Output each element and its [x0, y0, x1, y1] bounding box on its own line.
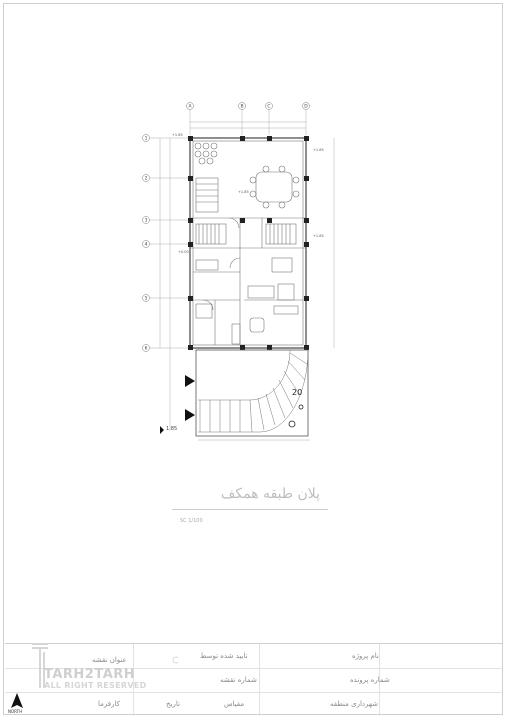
axis-bubble-c [265, 102, 273, 110]
corner-level: 1.85 [166, 426, 177, 432]
sheet-number-label: شماره نقشه [220, 676, 257, 684]
plan-title: پلان طبقه همکف [220, 486, 320, 502]
curved-ramp [198, 349, 309, 433]
title-block-col [259, 644, 260, 716]
rights-text: ALL RIGHT RESERVED [44, 681, 147, 690]
file-number-label: شماره پرونده [350, 676, 390, 684]
approved-by-label: تایید شده توسط [200, 652, 248, 660]
title-underline [172, 509, 328, 510]
title-block [5, 643, 502, 716]
logo-text: TARH2TARH [44, 667, 136, 682]
exterior-walls [189, 137, 307, 349]
axis-label-2: 2 [145, 176, 148, 182]
north-arrow-icon [11, 693, 23, 708]
axis-label-c: C [267, 104, 270, 110]
axis-label-b: B [240, 104, 243, 110]
elevation-mark: +1.85 [238, 190, 249, 194]
plan-scale: SC 1/100 [180, 518, 203, 524]
title-block-col [379, 644, 380, 716]
north-label: NORTH [8, 709, 23, 714]
elevation-mark: +1.85 [313, 234, 324, 238]
axis-label-5: 5 [145, 296, 148, 302]
sheet-frame [3, 3, 503, 715]
title-block-row [5, 668, 502, 669]
title-block-col [133, 644, 134, 716]
project-name-label: نام پروژه [352, 652, 379, 660]
axis-bubble-d [302, 102, 310, 110]
elevation-mark: +1.85 [313, 148, 324, 152]
axis-label-6: 6 [145, 346, 148, 352]
axis-label-d: D [304, 104, 308, 110]
municipality-label: شهرداری منطقه [330, 700, 378, 708]
axis-label-3: 3 [145, 218, 148, 224]
entry-number: 20 [292, 388, 302, 397]
drawing-title-label: عنوان نقشه [92, 656, 127, 664]
columns [188, 136, 309, 350]
entry-arrows [185, 375, 195, 421]
axis-label-a: A [188, 104, 192, 110]
title-block-row [5, 692, 502, 693]
date-label: تاریخ [166, 700, 180, 708]
axis-bubble-a [186, 102, 194, 110]
elevation-mark: +0.00 [178, 250, 189, 254]
employer-label: کارفرما [98, 700, 120, 708]
courtyard [195, 349, 309, 437]
scale-label: مقیاس [224, 700, 245, 708]
floor-plan-drawing: A B C D 1 2 3 4 5 6 +1.85 +1.85 +1.85 +0… [142, 102, 335, 441]
axis-bubble-b [238, 102, 246, 110]
axis-label-1: 1 [145, 136, 148, 142]
axis-label-4: 4 [145, 242, 148, 248]
elevation-mark: +1.85 [172, 133, 183, 137]
logo-mark [32, 643, 178, 688]
